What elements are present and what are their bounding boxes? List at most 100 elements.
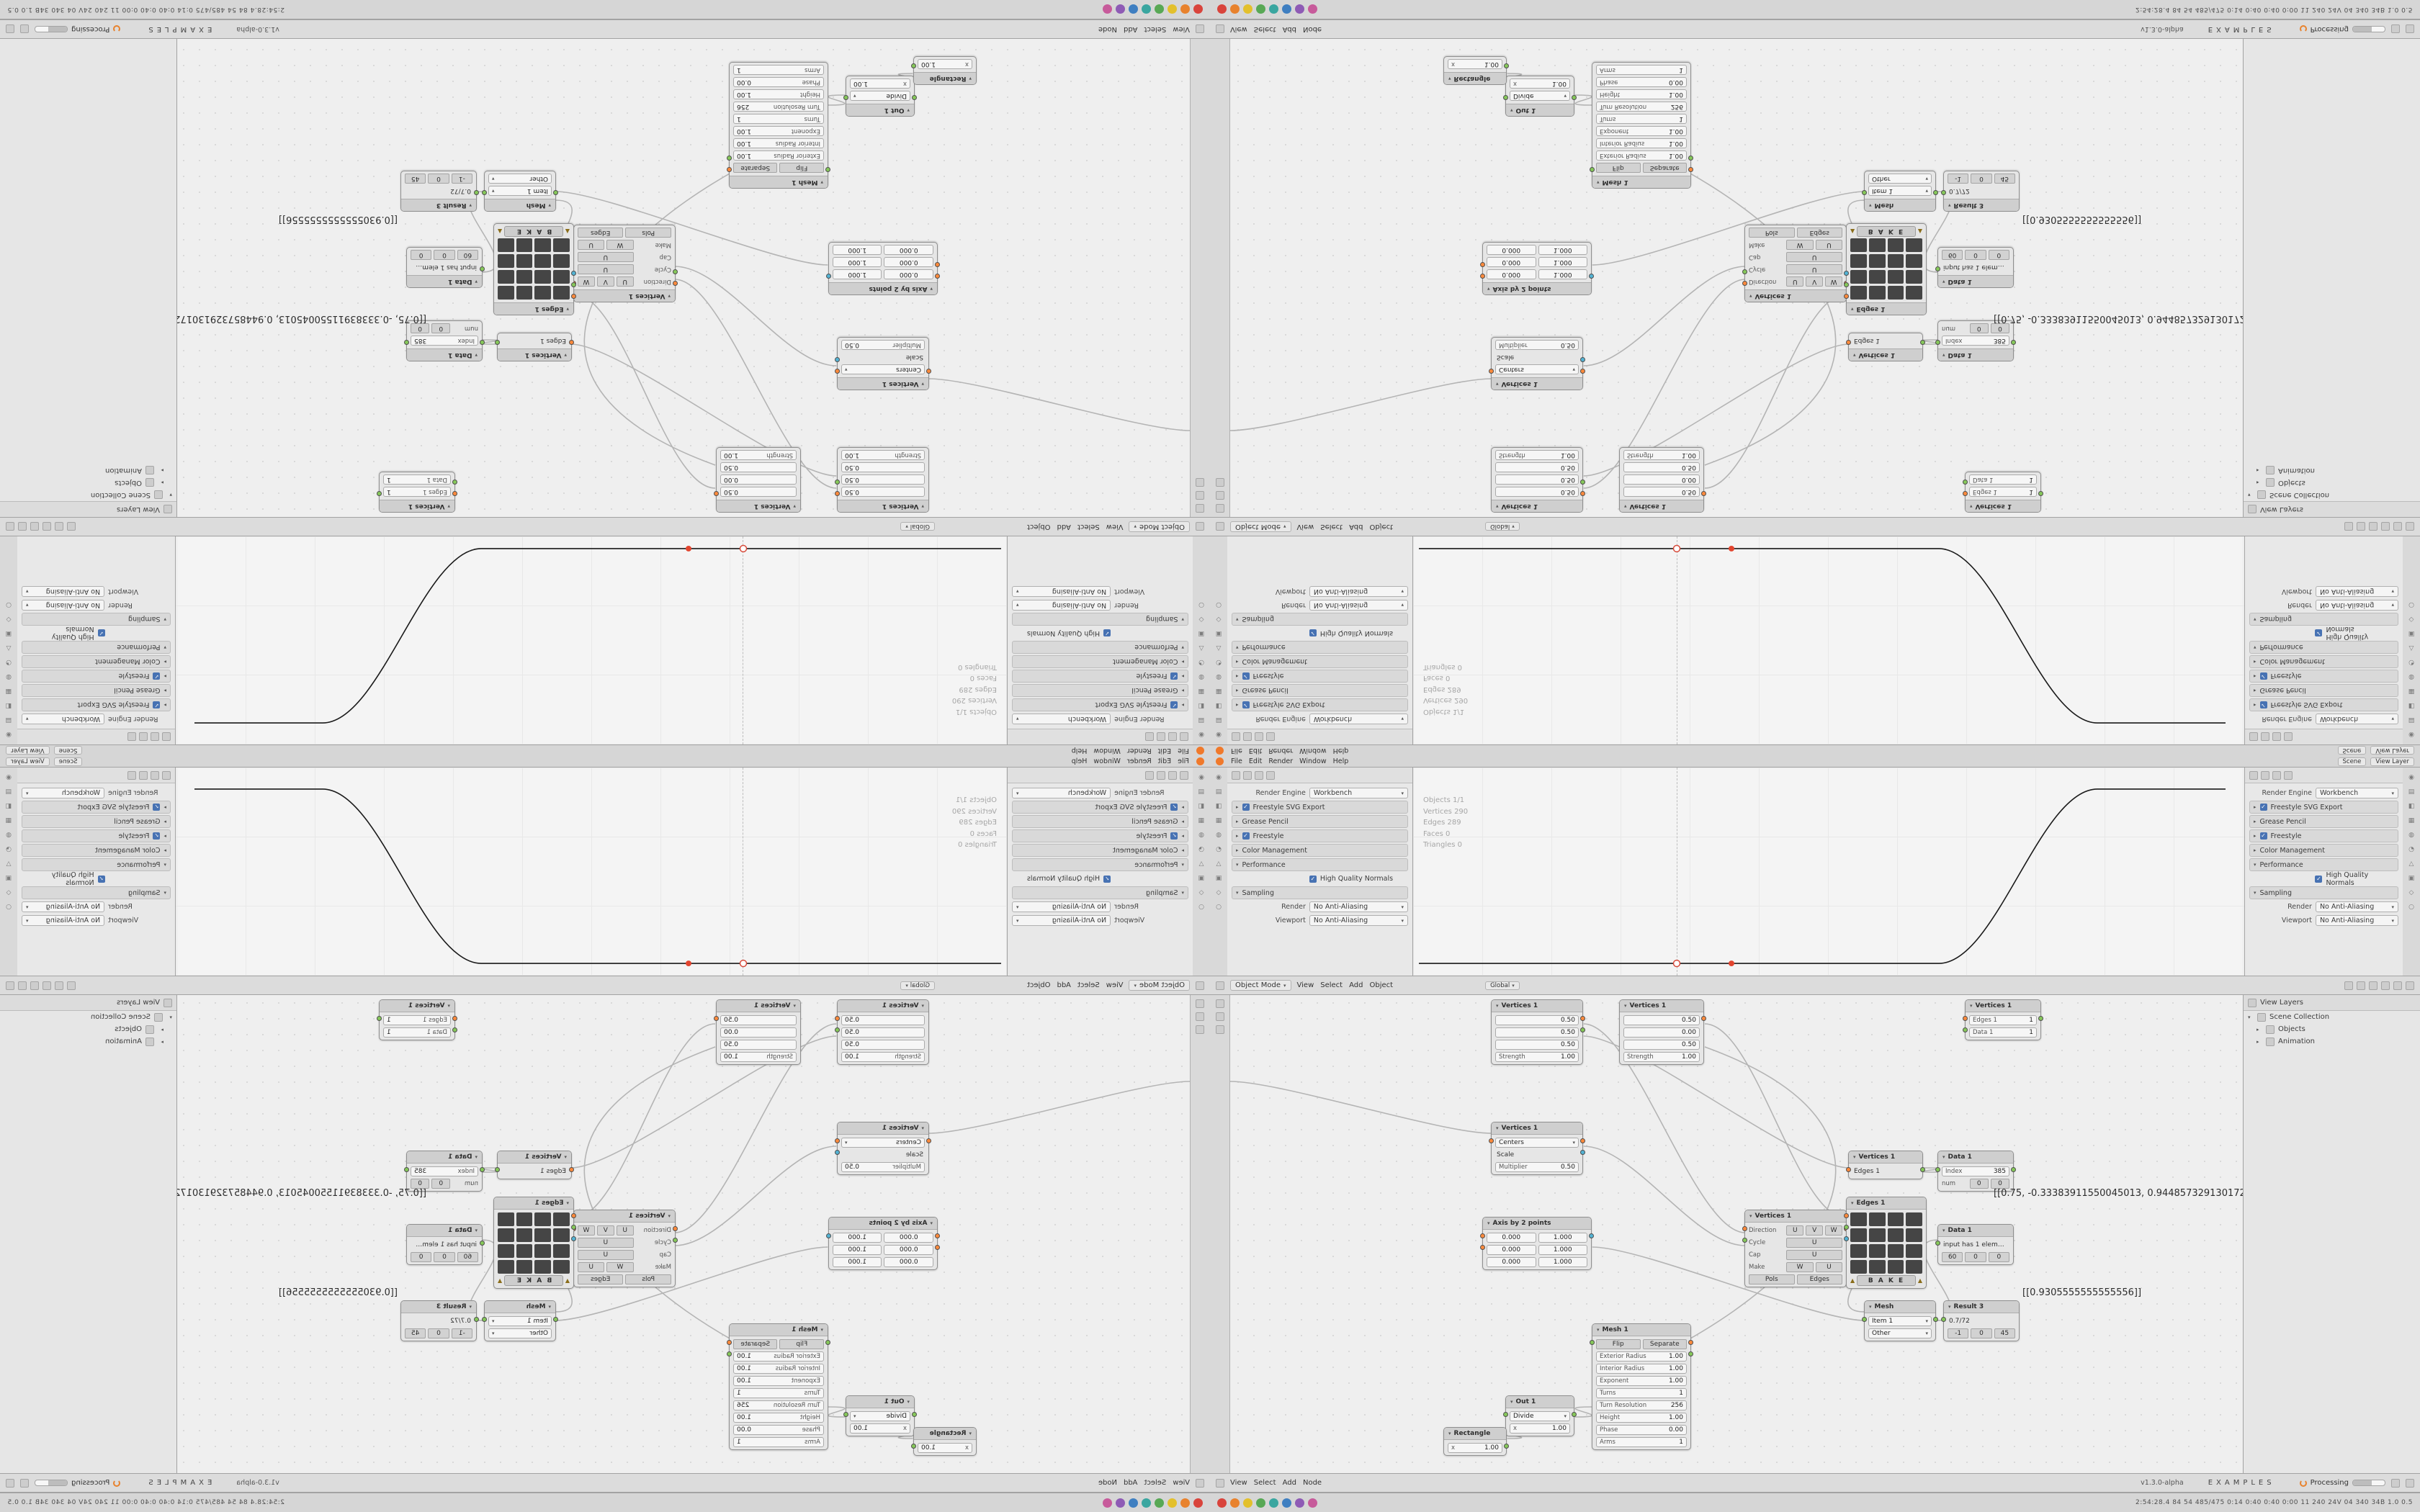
- display-toggle-icon[interactable]: [516, 1212, 533, 1226]
- panel-performance[interactable]: ▾Performance: [1232, 858, 1408, 871]
- prop-value-dropdown[interactable]: No Anti-Aliasing▾: [1309, 586, 1408, 597]
- toggle-button-0[interactable]: 0: [411, 1251, 432, 1262]
- toggle-button-u[interactable]: U: [1786, 1249, 1842, 1260]
- tab-output-icon[interactable]: ◧: [2408, 702, 2415, 709]
- collapse-arrow-icon[interactable]: ▾: [921, 1125, 924, 1131]
- toggle-button--1[interactable]: -1: [1948, 174, 1969, 184]
- display-toggle-icon[interactable]: [516, 1259, 533, 1274]
- tab-tool-icon[interactable]: ◉: [2408, 731, 2414, 738]
- checkbox-icon[interactable]: ✓: [153, 804, 161, 811]
- status-app-icon-0[interactable]: [1193, 1498, 1203, 1508]
- prop-value-dropdown[interactable]: Workbench▾: [1309, 714, 1408, 724]
- menu-select[interactable]: Select: [1077, 981, 1100, 989]
- search-icon[interactable]: [1255, 770, 1263, 780]
- display-toggle-icon[interactable]: [1906, 238, 1922, 253]
- back-icon[interactable]: [1232, 770, 1240, 780]
- panel-sampling[interactable]: ▾Sampling: [2249, 613, 2398, 626]
- status-app-icon-2[interactable]: [1243, 4, 1252, 14]
- shading-icon[interactable]: [6, 981, 14, 990]
- search-icon[interactable]: [1157, 732, 1165, 742]
- value-field[interactable]: 1.000: [833, 245, 882, 256]
- editor-type-icon[interactable]: [1196, 24, 1204, 34]
- menu-view[interactable]: View: [1173, 1479, 1190, 1487]
- editor-type-icon[interactable]: [1216, 522, 1224, 531]
- tab-world-icon[interactable]: ◔: [6, 659, 12, 666]
- back-icon[interactable]: [1180, 732, 1188, 742]
- prop-value-dropdown[interactable]: No Anti-Aliasing▾: [2315, 901, 2398, 912]
- menu-view[interactable]: View: [1106, 981, 1124, 989]
- value-slider[interactable]: 0.00: [720, 1027, 797, 1038]
- checkbox-icon[interactable]: ✓: [1309, 629, 1317, 637]
- toggle-button-45[interactable]: 45: [1994, 174, 2015, 184]
- tab-render-icon[interactable]: ▤: [2408, 788, 2415, 796]
- value-field[interactable]: 1.000: [833, 269, 882, 280]
- prop-value-dropdown[interactable]: No Anti-Aliasing▾: [1309, 600, 1408, 611]
- collapse-arrow-icon[interactable]: ▾: [1496, 503, 1499, 509]
- status-app-icon-6[interactable]: [1295, 1498, 1304, 1508]
- value-field[interactable]: 1.000: [833, 1232, 882, 1243]
- prop-value-dropdown[interactable]: Workbench▾: [1012, 714, 1111, 724]
- toggle-button-60[interactable]: 60: [457, 1251, 478, 1262]
- toggle-button-u[interactable]: U: [578, 1249, 634, 1260]
- collapse-arrow-icon[interactable]: ▾: [1496, 1003, 1499, 1009]
- display-toggle-icon[interactable]: [1906, 270, 1922, 284]
- tab-object-icon[interactable]: △: [2408, 644, 2414, 652]
- output-socket[interactable]: [911, 1444, 916, 1449]
- outliner-filter-icon[interactable]: [163, 998, 172, 1007]
- toggle-button-0[interactable]: 0: [434, 250, 455, 261]
- output-socket[interactable]: [911, 63, 916, 68]
- display-toggle-icon[interactable]: [1850, 1212, 1867, 1226]
- search-icon[interactable]: [2272, 770, 2281, 780]
- pin-icon[interactable]: [2391, 24, 2400, 34]
- menu-object[interactable]: Object: [1369, 981, 1394, 989]
- status-app-icon-3[interactable]: [1155, 4, 1164, 14]
- output-socket[interactable]: [727, 167, 732, 172]
- search-icon[interactable]: [139, 770, 148, 780]
- tab-world-icon[interactable]: ◔: [1216, 846, 1222, 853]
- tab-modifiers-icon[interactable]: ▣: [2408, 630, 2415, 637]
- panel-sampling[interactable]: ▾Sampling: [22, 886, 171, 899]
- toggle-button-0[interactable]: 0: [431, 1178, 451, 1189]
- menu-view[interactable]: View: [1230, 1479, 1247, 1487]
- filter-icon[interactable]: [2284, 732, 2293, 742]
- value-field[interactable]: 1.000: [1538, 1244, 1587, 1255]
- outliner-item-animation[interactable]: ▸Animation: [2244, 1035, 2420, 1048]
- scene-selector[interactable]: Scene: [53, 746, 83, 755]
- display-toggle-icon[interactable]: [1850, 254, 1867, 269]
- menu-node[interactable]: Node: [1098, 25, 1118, 33]
- tab-object-icon[interactable]: △: [6, 644, 12, 652]
- input-socket[interactable]: [1844, 1236, 1849, 1241]
- toggle-button-u[interactable]: U: [1786, 276, 1804, 287]
- forward-icon[interactable]: [151, 770, 159, 780]
- output-socket[interactable]: [1504, 1444, 1509, 1449]
- tab-particles-icon[interactable]: ◇: [1216, 616, 1222, 623]
- display-toggle-icon[interactable]: [498, 1212, 514, 1226]
- input-socket[interactable]: [926, 1138, 931, 1143]
- input-socket[interactable]: [825, 167, 830, 172]
- panel-grease-pencil[interactable]: ▸Grease Pencil: [2249, 815, 2398, 828]
- collapse-arrow-icon[interactable]: ▾: [566, 306, 569, 312]
- toggle-button-u[interactable]: U: [1786, 1225, 1804, 1236]
- input-socket[interactable]: [1844, 1225, 1849, 1230]
- expand-arrow-icon[interactable]: ▾: [169, 1014, 172, 1020]
- tab-view-layer-icon[interactable]: ▦: [5, 817, 12, 824]
- menu-add[interactable]: Add: [1124, 25, 1138, 33]
- checkbox-icon[interactable]: ✓: [2315, 875, 2323, 883]
- filter-icon[interactable]: [127, 732, 136, 742]
- input-socket[interactable]: [1846, 1167, 1851, 1172]
- input-socket[interactable]: [1963, 480, 1968, 485]
